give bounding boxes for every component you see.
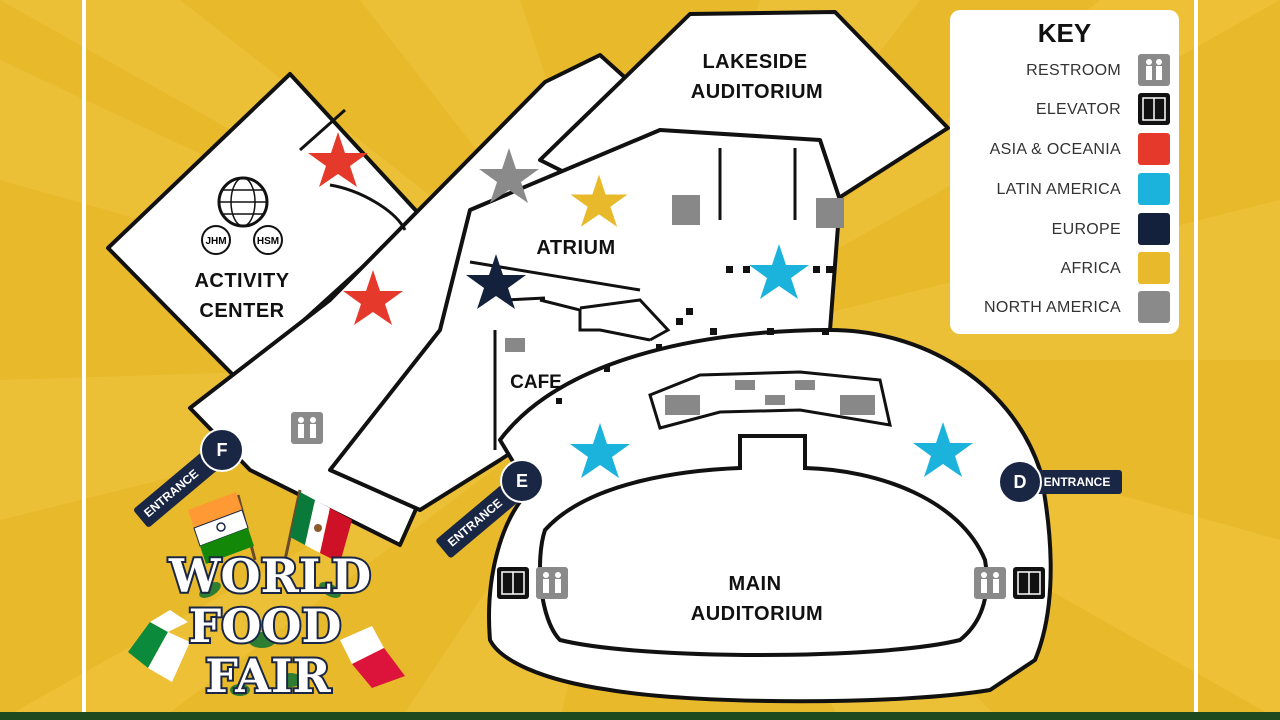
key-item-africa: AFRICA — [950, 252, 1179, 286]
entrance-d-label: ENTRANCE — [1044, 475, 1111, 489]
logo-world: WORLD — [168, 549, 371, 603]
entrance-d[interactable]: ENTRANCE D — [998, 460, 1122, 504]
star-africa — [567, 171, 631, 230]
star-europe — [466, 254, 526, 309]
stair-marks — [505, 195, 875, 415]
map-elevator-icon-2 — [1013, 567, 1045, 599]
map-restroom-icon-3 — [974, 567, 1006, 599]
key-label-latin: LATIN AMERICA — [996, 181, 1121, 198]
key-label-restroom: RESTROOM — [1026, 62, 1121, 79]
north-america-swatch — [1138, 291, 1170, 323]
world-food-fair-logo: WORLD FOOD FAIR — [128, 489, 405, 705]
frame-line-right — [1194, 0, 1198, 720]
key-label-africa: AFRICA — [1060, 260, 1121, 277]
entrance-e-label: ENTRANCE — [445, 496, 505, 550]
bottom-strip — [0, 712, 1280, 720]
lakeside-label-2: AUDITORIUM — [691, 81, 823, 103]
entrance-e-letter: E — [516, 471, 528, 491]
key-item-asia: ASIA & OCEANIA — [950, 133, 1179, 167]
main-label-1: MAIN — [728, 573, 781, 595]
star-latin-1 — [749, 244, 809, 299]
activity-label-2: CENTER — [199, 300, 284, 322]
column-dots — [556, 266, 833, 404]
key-label-asia: ASIA & OCEANIA — [989, 141, 1121, 158]
frame-line-left — [82, 0, 86, 720]
herb-leaves-icon — [199, 582, 341, 696]
flag-poland-icon — [340, 626, 405, 688]
map-restroom-icon-2 — [536, 567, 568, 599]
main-label-2: AUDITORIUM — [691, 603, 823, 625]
entrance-d-letter: D — [1014, 472, 1027, 492]
africa-swatch — [1138, 252, 1170, 284]
key-item-north-america: NORTH AMERICA — [950, 291, 1179, 325]
asia-swatch — [1138, 133, 1170, 165]
activity-label-1: ACTIVITY — [194, 270, 289, 292]
flag-mexico-icon — [283, 489, 352, 563]
key-label-elevator: ELEVATOR — [1035, 101, 1121, 118]
europe-swatch — [1138, 213, 1170, 245]
elevator-icon — [1138, 93, 1170, 125]
star-latin-2 — [570, 423, 630, 478]
logo-fair: FAIR — [205, 649, 331, 703]
logo-food: FOOD — [189, 599, 342, 653]
key-panel: KEY RESTROOM ELEVATOR ASIA & OCEANIA LAT… — [950, 10, 1179, 334]
star-asia-1 — [308, 132, 368, 187]
map-elevator-icon-1 — [497, 567, 529, 599]
flag-india-icon — [188, 492, 257, 564]
restroom-icon — [1138, 54, 1170, 86]
activity-globe-logo: JHM HSM — [201, 176, 283, 255]
interior-walls — [299, 108, 797, 450]
key-label-north-america: NORTH AMERICA — [984, 299, 1121, 316]
star-asia-2 — [343, 270, 403, 325]
map-restroom-icon-1 — [291, 412, 323, 444]
entrance-f-letter: F — [217, 440, 228, 460]
key-item-elevator: ELEVATOR — [950, 93, 1179, 127]
key-title: KEY — [1037, 18, 1092, 48]
logo-hsm: HSM — [257, 236, 279, 247]
flag-nigeria-icon — [128, 610, 190, 682]
atrium-label: ATRIUM — [536, 237, 615, 259]
key-label-europe: EUROPE — [1051, 221, 1121, 238]
key-item-latin: LATIN AMERICA — [950, 173, 1179, 207]
cafe-label: CAFE — [510, 372, 562, 393]
logo-jhm: JHM — [205, 236, 226, 247]
star-north-america — [479, 148, 539, 203]
key-item-restroom: RESTROOM — [950, 54, 1179, 88]
stars — [308, 132, 973, 478]
key-item-europe: EUROPE — [950, 213, 1179, 247]
latin-swatch — [1138, 173, 1170, 205]
lakeside-label-1: LAKESIDE — [702, 51, 807, 73]
star-latin-3 — [913, 422, 973, 477]
